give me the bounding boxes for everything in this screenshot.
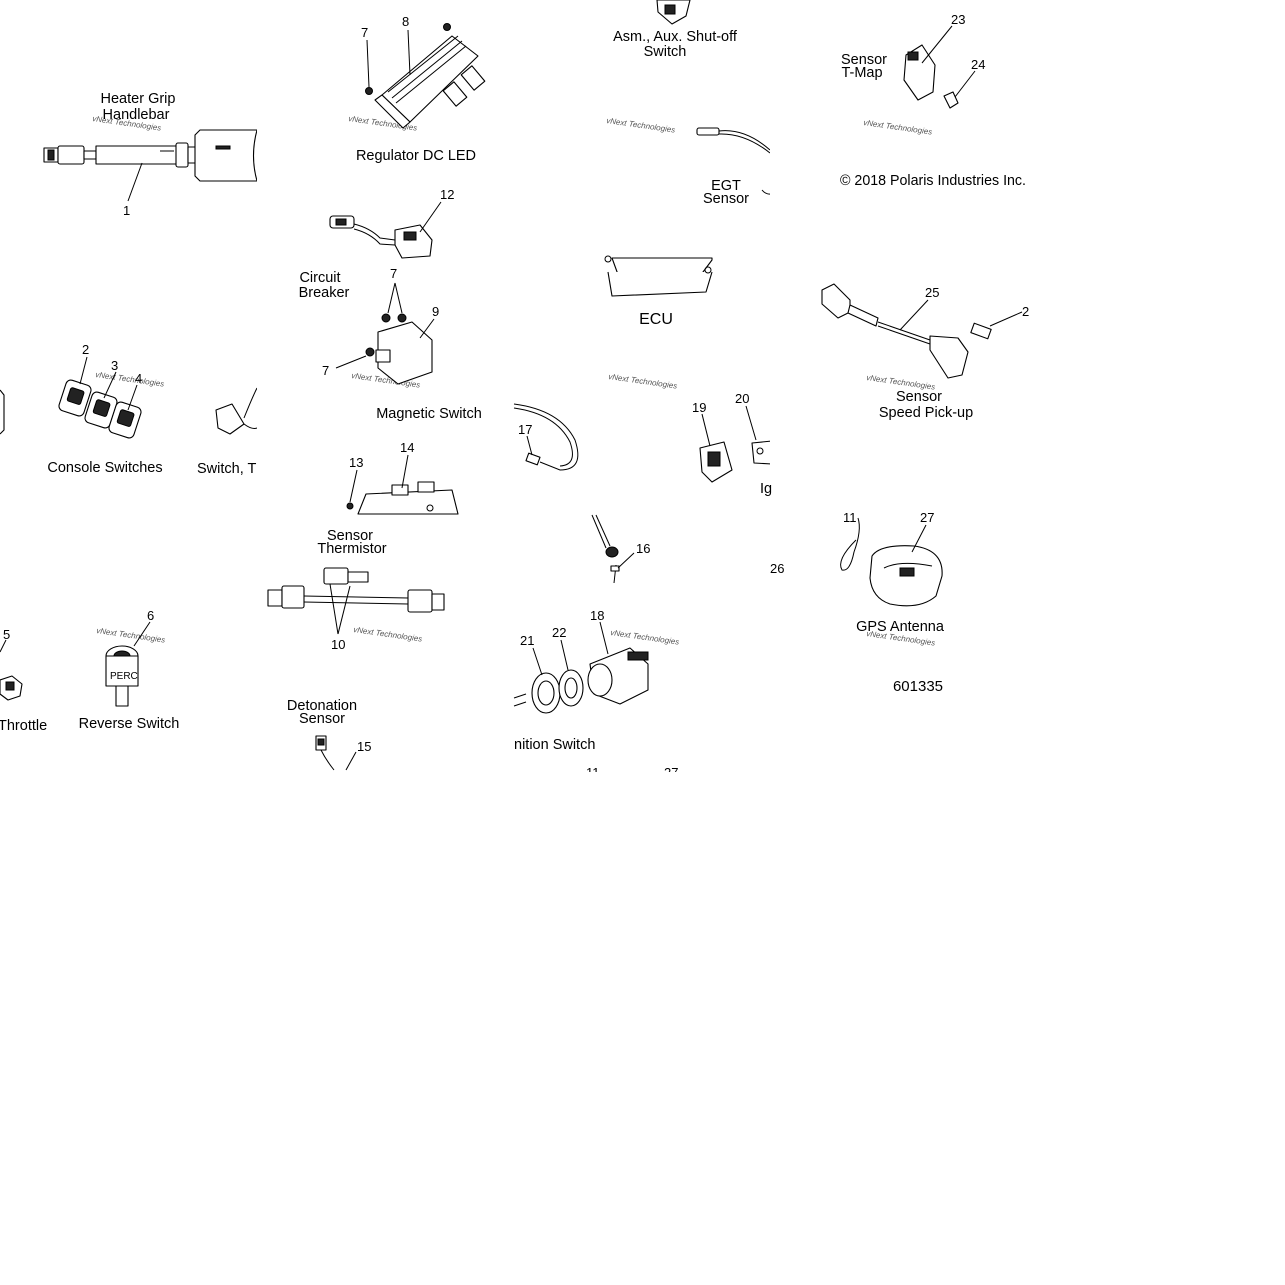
watermark: vNext Technologies — [353, 625, 423, 644]
panel-gap — [770, 0, 774, 770]
regulator-part — [365, 23, 486, 129]
label-breaker: Breaker — [299, 285, 350, 301]
callout-number: 24 — [971, 57, 985, 72]
gps-antenna-part — [840, 517, 943, 607]
callout-numbers: 7 8 23 24 1 12 7 9 7 25 2 2 3 4 17 19 20… — [3, 12, 1029, 780]
callout-number: 27 — [920, 510, 934, 525]
watermark: vNext Technologies — [608, 372, 678, 391]
callout-number: 18 — [590, 608, 604, 623]
ecu-box-part — [346, 454, 459, 515]
callout-number: 23 — [951, 12, 965, 27]
crop-mask-bottom — [0, 772, 1285, 1285]
callout-number: 2 — [82, 342, 89, 357]
circuit-breaker-part — [329, 201, 442, 259]
detonation-sensor-part — [315, 735, 357, 771]
reverse-switch-part: PERC — [105, 621, 151, 707]
callout-number: 21 — [520, 633, 534, 648]
label-throttle: Throttle — [0, 718, 47, 734]
label-ignition-switch: nition Switch — [514, 737, 595, 753]
callout-number: 17 — [518, 422, 532, 437]
label-switch-t: Switch, T — [197, 461, 257, 477]
callout-number: 13 — [349, 455, 363, 470]
label-tmap-sensor: Sensor — [841, 52, 887, 68]
cable-17-part — [513, 403, 579, 471]
callout-number: 2 — [1022, 304, 1029, 319]
label-ecu: ECU — [639, 311, 673, 328]
ignition-switch-part — [513, 621, 649, 714]
copyright-notice: © 2018 Polaris Industries Inc. — [840, 172, 1026, 189]
callout-number: 1 — [123, 203, 130, 218]
watermark: vNext Technologies — [95, 370, 165, 389]
callout-number: 15 — [357, 739, 371, 754]
label-thermistor-sensor: Sensor — [327, 528, 373, 544]
watermarks: vNext Technologies vNext Technologies vN… — [92, 114, 936, 648]
label-heater-grip: Heater Grip — [101, 91, 176, 107]
label-aux-switch: Switch — [644, 44, 687, 60]
callout-number: 9 — [432, 304, 439, 319]
label-console-switches: Console Switches — [47, 460, 162, 476]
callout-number: 8 — [402, 14, 409, 29]
callout-number: 22 — [552, 625, 566, 640]
label-handlebar: Handlebar — [103, 107, 170, 123]
reverse-switch-stamp: PERC — [110, 671, 138, 682]
callout-number: 5 — [3, 627, 10, 642]
callout-number: 7 — [390, 266, 397, 281]
magnetic-switch-part — [335, 282, 435, 385]
ignition-key-part — [699, 405, 773, 483]
callout-number: 19 — [692, 400, 706, 415]
callout-number: 26 — [770, 561, 784, 576]
part-16 — [591, 514, 635, 584]
watermark: vNext Technologies — [96, 626, 166, 645]
speed-pickup-part — [821, 283, 1023, 379]
label-speed-sensor: Sensor — [896, 389, 942, 405]
callout-number: 16 — [636, 541, 650, 556]
figure-number: 601335 — [893, 678, 943, 695]
console-switches-part — [0, 356, 142, 439]
label-gps-antenna: GPS Antenna — [856, 619, 945, 635]
callout-number: 7 — [361, 25, 368, 40]
callout-number: 20 — [735, 391, 749, 406]
callout-number: 12 — [440, 187, 454, 202]
thermistor-part — [267, 567, 445, 635]
callout-number: 14 — [400, 440, 414, 455]
ecu-part — [604, 255, 713, 297]
label-detonation-sensor: Sensor — [299, 711, 345, 727]
tmap-sensor-part — [903, 25, 976, 109]
watermark: vNext Technologies — [610, 628, 680, 647]
callout-number: 6 — [147, 608, 154, 623]
label-egt: EGT — [711, 178, 741, 194]
aux-shutoff-switch-part — [656, 0, 691, 25]
callout-number: 3 — [111, 358, 118, 373]
label-regulator-dc-led: Regulator DC LED — [356, 148, 476, 164]
label-tmap: T-Map — [841, 65, 882, 81]
label-magnetic-switch: Magnetic Switch — [376, 406, 482, 422]
label-reverse-switch: Reverse Switch — [79, 716, 180, 732]
labels: Heater Grip Handlebar Regulator DC LED A… — [0, 29, 973, 753]
watermark: vNext Technologies — [606, 116, 676, 135]
panel-gap — [257, 0, 261, 770]
label-circuit: Circuit — [299, 270, 340, 286]
callout-number: 7 — [322, 363, 329, 378]
watermark: vNext Technologies — [863, 118, 933, 137]
callout-number: 4 — [135, 371, 142, 386]
callout-number: 25 — [925, 285, 939, 300]
callout-number: 10 — [331, 637, 345, 652]
label-detonation: Detonation — [287, 698, 357, 714]
switch-t-part — [215, 387, 258, 435]
label-aux-shutoff: Asm., Aux. Shut-off — [613, 29, 738, 45]
label-egt-sensor: Sensor — [703, 191, 749, 207]
label-speed-pickup: Speed Pick-up — [879, 405, 973, 421]
callout-number: 11 — [843, 510, 857, 525]
label-thermistor: Thermistor — [317, 541, 386, 557]
label-ig: Ig — [760, 481, 772, 497]
throttle-part — [0, 639, 23, 701]
heater-grip-part — [43, 129, 258, 202]
